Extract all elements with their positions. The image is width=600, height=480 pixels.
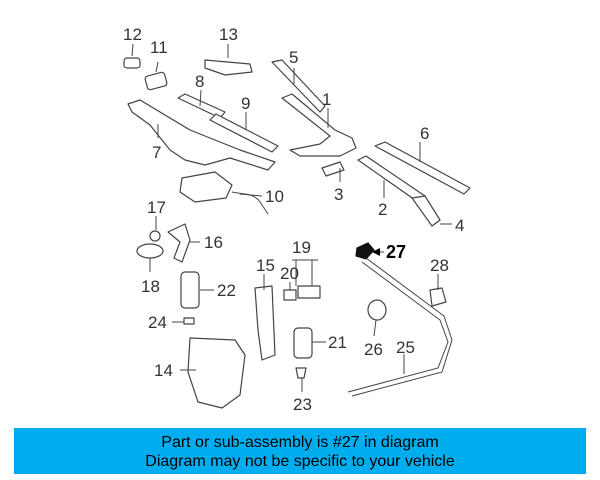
part-1-wiper-arm[interactable] bbox=[281, 93, 357, 157]
callout-27-arrow bbox=[372, 248, 380, 256]
part-15-bracket[interactable] bbox=[254, 285, 276, 361]
part-23-nozzle[interactable] bbox=[295, 367, 307, 379]
part-8-link-rod[interactable] bbox=[177, 93, 226, 119]
callout-8: 8 bbox=[195, 72, 204, 91]
part-19-connector[interactable] bbox=[297, 285, 321, 299]
callout-22: 22 bbox=[217, 281, 236, 300]
banner-line-1: Part or sub-assembly is #27 in diagram bbox=[161, 434, 439, 451]
part-7-linkage[interactable] bbox=[127, 99, 276, 171]
callout-27[interactable]: 27 bbox=[386, 242, 406, 262]
part-10-motor[interactable] bbox=[179, 171, 233, 203]
callout-labels: 12 11 13 5 8 9 1 7 6 3 10 2 4 17 16 27 1… bbox=[123, 25, 464, 414]
callout-20: 20 bbox=[280, 264, 299, 283]
part-14-reservoir[interactable] bbox=[187, 337, 246, 409]
part-13-cover[interactable] bbox=[204, 59, 253, 76]
callout-16: 16 bbox=[204, 233, 223, 252]
leader-lines bbox=[131, 43, 452, 392]
callout-7: 7 bbox=[152, 143, 161, 162]
part-drawings bbox=[123, 57, 471, 409]
callout-2: 2 bbox=[378, 200, 387, 219]
part-24-screw[interactable] bbox=[183, 317, 195, 325]
callout-10: 10 bbox=[265, 187, 284, 206]
callout-18: 18 bbox=[141, 277, 160, 296]
parts-diagram: 12 11 13 5 8 9 1 7 6 3 10 2 4 17 16 27 1… bbox=[123, 25, 471, 414]
callout-3: 3 bbox=[334, 185, 343, 204]
info-banner: Part or sub-assembly is #27 in diagram D… bbox=[14, 428, 586, 474]
callout-26: 26 bbox=[364, 340, 383, 359]
callout-13: 13 bbox=[219, 25, 238, 44]
callout-28: 28 bbox=[430, 256, 449, 275]
part-9-link-rod[interactable] bbox=[209, 113, 279, 153]
part-11-grommet[interactable] bbox=[144, 71, 168, 91]
part-28-clip[interactable] bbox=[429, 287, 447, 307]
callout-19: 19 bbox=[292, 238, 311, 257]
callout-11: 11 bbox=[150, 38, 168, 57]
part-21-pump[interactable] bbox=[293, 327, 313, 359]
part-26-nozzle[interactable] bbox=[367, 299, 387, 321]
part-17-cap[interactable] bbox=[149, 230, 161, 242]
part-5-wiper-arm[interactable] bbox=[271, 59, 326, 113]
part-18-pump[interactable] bbox=[136, 243, 164, 259]
callout-23: 23 bbox=[293, 395, 312, 414]
part-27-fitting[interactable] bbox=[355, 242, 375, 260]
callout-17: 17 bbox=[147, 198, 166, 217]
part-6-wiper-blade[interactable] bbox=[374, 141, 471, 195]
part-22-washer-pump[interactable] bbox=[180, 271, 200, 309]
banner-line-2: Diagram may not be specific to your vehi… bbox=[145, 453, 455, 470]
callout-15: 15 bbox=[256, 256, 275, 275]
callout-5: 5 bbox=[289, 48, 298, 67]
callout-4: 4 bbox=[455, 216, 464, 235]
callout-9: 9 bbox=[241, 94, 250, 113]
callout-24: 24 bbox=[148, 313, 167, 332]
callout-14: 14 bbox=[154, 361, 173, 380]
part-12-clip[interactable] bbox=[123, 57, 141, 69]
part-20-connector[interactable] bbox=[283, 289, 297, 301]
callout-6: 6 bbox=[420, 124, 429, 143]
part-25-hose[interactable] bbox=[347, 261, 449, 393]
part-3-nut[interactable] bbox=[321, 161, 345, 177]
callout-1: 1 bbox=[322, 90, 331, 109]
part-16-fitting[interactable] bbox=[167, 223, 191, 263]
part-25-hose-outer bbox=[351, 257, 453, 397]
callout-25: 25 bbox=[396, 338, 415, 357]
callout-21: 21 bbox=[328, 333, 347, 352]
callout-12: 12 bbox=[123, 25, 142, 44]
part-4-arm-end[interactable] bbox=[411, 195, 441, 227]
